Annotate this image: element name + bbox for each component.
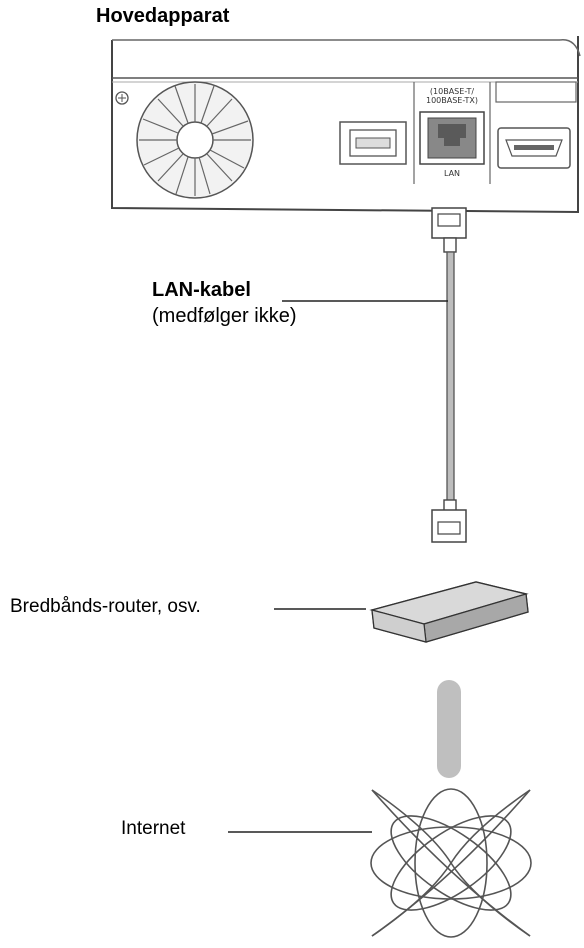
cable-name-label: LAN-kabel — [152, 279, 251, 301]
internet-globe-icon — [370, 788, 532, 938]
router-icon — [369, 581, 529, 643]
main-unit-panel: (10BASE-T/ 100BASE-TX) LAN — [111, 30, 584, 220]
cable-note-label: (medfølger ikke) — [152, 305, 297, 327]
lan-port-icon — [419, 111, 485, 165]
internet-label: Internet — [121, 818, 186, 839]
port-name-label: LAN — [444, 169, 460, 178]
port-spec-line2: 100BASE-TX) — [426, 96, 478, 105]
rj45-plug-icon — [431, 499, 467, 543]
main-unit-title: Hovedapparat — [96, 5, 230, 27]
hdmi-port-icon — [495, 81, 577, 169]
screw-icon — [115, 91, 129, 105]
usb-port-icon — [339, 121, 407, 165]
lan-cable — [446, 251, 455, 513]
fan-vent-icon — [136, 81, 254, 199]
router-label: Bredbånds-router, osv. — [10, 596, 201, 617]
port-spec-line1: (10BASE-T/ — [430, 87, 474, 96]
rj45-plug-icon — [431, 207, 467, 253]
internet-link — [437, 680, 461, 778]
